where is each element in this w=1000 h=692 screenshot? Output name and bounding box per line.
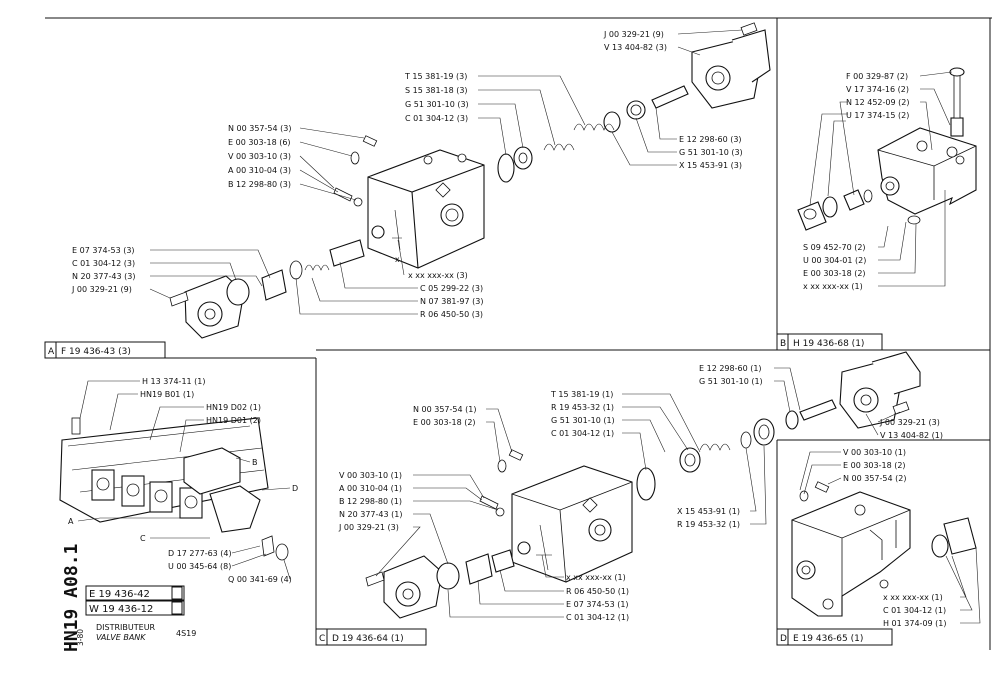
label: R 06 450-50 (1) [566, 587, 629, 596]
label: J 00 329-21 (9) [71, 285, 132, 294]
ref1: E 19 436-42 [89, 589, 150, 600]
label: B 12 298-80 (3) [228, 180, 291, 189]
panel-a-drawing: x [169, 22, 771, 339]
label: G 51 301-10 (3) [679, 148, 743, 157]
label: R 19 453-32 (1) [677, 520, 740, 529]
panel-d-drawing [791, 481, 977, 617]
panel-c-drawing [365, 351, 921, 619]
label: U 00 304-01 (2) [803, 256, 866, 265]
label: J 00 329-21 (3) [879, 418, 940, 427]
label: G 51 301-10 (1) [551, 416, 615, 425]
panel-a-callout-letter: x [395, 255, 400, 264]
label: T 15 381-19 (1) [550, 390, 613, 399]
ref2: W 19 436-12 [89, 604, 153, 615]
panel-a-letter: A [48, 347, 55, 357]
label: x xx xxx-xx (1) [566, 573, 626, 582]
label: H 01 374-09 (1) [883, 619, 947, 628]
label: E 00 303-18 (6) [228, 138, 291, 147]
panel-d-letter: D [780, 634, 787, 644]
label: U 17 374-15 (2) [846, 111, 909, 120]
title-block: HN19 A08.1 E 19 436-42 W 19 436-12 3-80 … [61, 544, 196, 652]
label: E 00 303-18 (2) [413, 418, 476, 427]
page-number: 3-80 [76, 629, 85, 646]
label: x xx xxx-xx (1) [803, 282, 863, 291]
panel-b-letter: B [780, 339, 786, 349]
label: HN19 D01 (2) [206, 416, 261, 425]
panel-d-code: E 19 436-65 (1) [793, 634, 863, 644]
label: V 13 404-82 (1) [880, 431, 943, 440]
panel-b-labels: F 00 329-87 (2) V 17 374-16 (2) N 12 452… [803, 71, 953, 291]
label: E 12 298-60 (3) [679, 135, 742, 144]
panel-b-drawing [797, 67, 977, 231]
callout-a: A [68, 517, 74, 526]
panel-d-labels: V 00 303-10 (1) E 00 303-18 (2) N 00 357… [799, 448, 981, 628]
label: X 15 453-91 (1) [677, 507, 740, 516]
panel-c-labels: E 12 298-60 (1) G 51 301-10 (1) T 15 381… [338, 364, 943, 622]
label: V 00 303-10 (3) [228, 152, 291, 161]
label: S 09 452-70 (2) [803, 243, 866, 252]
title-en: VALVE BANK [96, 633, 146, 642]
label: N 20 377-43 (1) [339, 510, 402, 519]
panel-a-code: F 19 436-43 (3) [61, 347, 131, 357]
label: E 07 374-53 (3) [72, 246, 135, 255]
callout-c: C [140, 534, 146, 543]
label: G 51 301-10 (1) [699, 377, 763, 386]
label: V 17 374-16 (2) [846, 85, 909, 94]
label: F 00 329-87 (2) [846, 72, 908, 81]
label: C 01 304-12 (3) [405, 114, 468, 123]
label: G 51 301-10 (3) [405, 100, 469, 109]
label: C 01 304-12 (1) [883, 606, 946, 615]
label: V 00 303-10 (1) [339, 471, 402, 480]
label: D 17 277-63 (4) [168, 549, 232, 558]
label: C 05 299-22 (3) [420, 284, 483, 293]
panel-c-code: D 19 436-64 (1) [332, 634, 404, 644]
label: N 00 357-54 (2) [843, 474, 906, 483]
label: E 07 374-53 (1) [566, 600, 629, 609]
label: Q 00 341-69 (4) [228, 575, 292, 584]
panel-c-letter: C [319, 634, 325, 644]
label: E 12 298-60 (1) [699, 364, 762, 373]
label: E 00 303-18 (2) [803, 269, 866, 278]
title-fr: DISTRIBUTEUR [96, 623, 156, 632]
label: C 01 304-12 (3) [72, 259, 135, 268]
callout-d: D [292, 484, 298, 493]
label: V 13 404-82 (3) [604, 43, 667, 52]
label: HN19 B01 (1) [140, 390, 194, 399]
label: J 00 329-21 (9) [603, 30, 664, 39]
label: U 00 345-64 (8) [168, 562, 231, 571]
model: 4S19 [176, 629, 196, 638]
label: N 00 357-54 (3) [228, 124, 291, 133]
label: E 00 303-18 (2) [843, 461, 906, 470]
label: S 15 381-18 (3) [405, 86, 468, 95]
label: x xx xxx-xx (1) [883, 593, 943, 602]
label: H 13 374-11 (1) [142, 377, 206, 386]
label: R 06 450-50 (3) [420, 310, 483, 319]
label: C 01 304-12 (1) [566, 613, 629, 622]
label: B 12 298-80 (1) [339, 497, 402, 506]
label: V 00 303-10 (1) [843, 448, 906, 457]
label: X 15 453-91 (3) [679, 161, 742, 170]
vertical-code: HN19 A08.1 [61, 544, 82, 652]
overview-drawing [59, 417, 289, 561]
label: x xx xxx-xx (3) [408, 271, 468, 280]
label: J 00 329-21 (3) [338, 523, 399, 532]
label: A 00 310-04 (1) [339, 484, 402, 493]
label: A 00 310-04 (3) [228, 166, 291, 175]
label: T 15 381-19 (3) [404, 72, 467, 81]
label: N 20 377-43 (3) [72, 272, 135, 281]
label: N 07 381-97 (3) [420, 297, 483, 306]
label: N 12 452-09 (2) [846, 98, 909, 107]
panel-frames [44, 17, 992, 650]
label: R 19 453-32 (1) [551, 403, 614, 412]
overview-labels: H 13 374-11 (1) HN19 B01 (1) HN19 D02 (1… [68, 377, 298, 584]
label: C 01 304-12 (1) [551, 429, 614, 438]
label: HN19 D02 (1) [206, 403, 261, 412]
label: N 00 357-54 (1) [413, 405, 476, 414]
panel-a-labels: N 00 357-54 (3) E 00 303-18 (6) V 00 303… [71, 29, 743, 319]
panel-b-code: H 19 436-68 (1) [793, 339, 864, 349]
callout-b: B [252, 458, 258, 467]
